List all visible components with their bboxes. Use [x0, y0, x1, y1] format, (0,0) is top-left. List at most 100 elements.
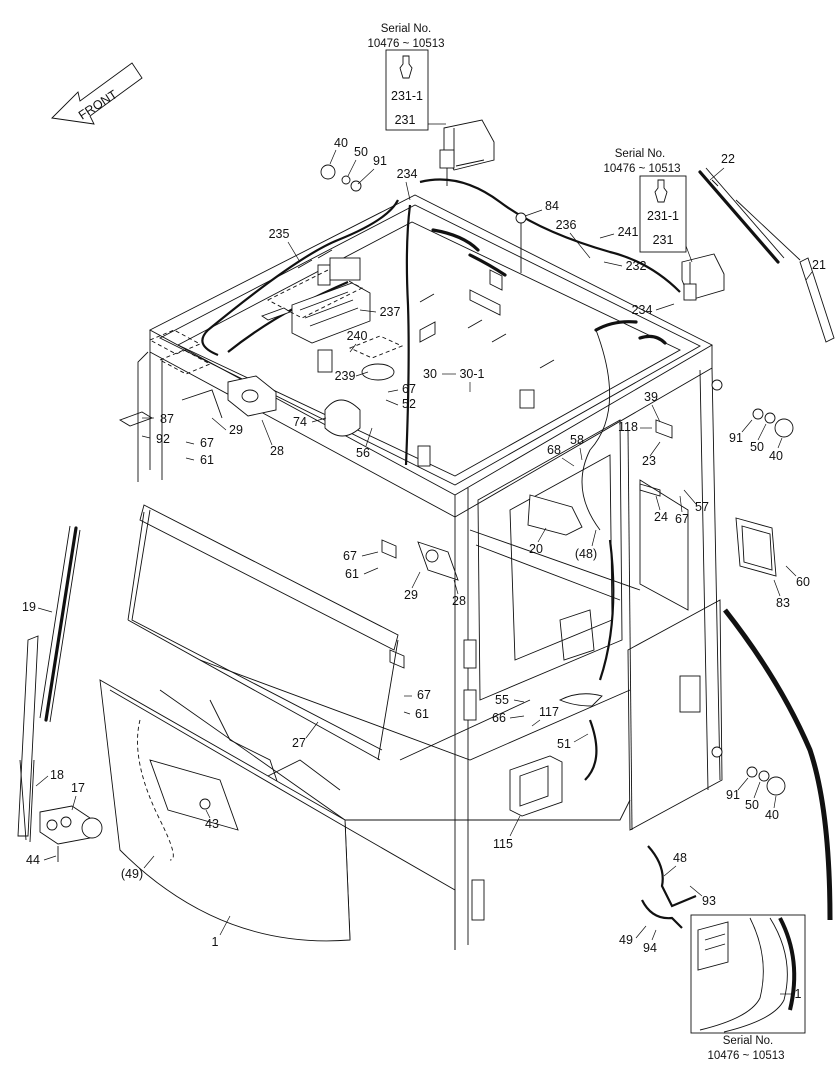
callout-92: 92	[156, 432, 170, 446]
callout-91-b: 91	[726, 788, 740, 802]
serial-box-right-part-2: 231	[653, 233, 674, 247]
callout-83: 83	[776, 596, 790, 610]
inset-range: 10476 ~ 10513	[707, 1050, 784, 1062]
callout-40: 40	[334, 136, 348, 150]
callout-56: 56	[356, 446, 370, 460]
callout-58: 58	[570, 433, 584, 447]
callout-117: 117	[539, 705, 559, 719]
callout-39: 39	[644, 390, 658, 404]
right-side-panel	[627, 517, 777, 831]
serial-note-inset-bottom: 1 Serial No. 10476 ~ 10513	[690, 914, 806, 1062]
callout-74: 74	[293, 415, 307, 429]
callout-115: 115	[493, 837, 513, 851]
callout-241: 241	[618, 225, 639, 239]
serial-box-top-part-1: 231-1	[391, 89, 423, 103]
hardware-parts	[199, 164, 794, 810]
callout-234-b: 234	[632, 303, 653, 317]
callout-24: 24	[654, 510, 668, 524]
callout-27: 27	[292, 736, 306, 750]
callout-87: 87	[160, 412, 174, 426]
callout-240: 240	[347, 329, 368, 343]
serial-note-box-top: Serial No. 10476 ~ 10513 231-1 231	[367, 23, 446, 131]
callout-48-paren: (48)	[575, 547, 597, 561]
callout-44: 44	[26, 853, 40, 867]
serial-box-top-range: 10476 ~ 10513	[367, 38, 444, 50]
inset-part-1: 1	[795, 987, 802, 1001]
callout-68: 68	[547, 443, 561, 457]
front-direction-arrow-icon: FRONT	[51, 62, 143, 125]
callout-29-b: 29	[404, 588, 418, 602]
callout-52: 52	[402, 397, 416, 411]
callout-40-c: 40	[769, 449, 783, 463]
callout-17: 17	[71, 781, 85, 795]
callout-19: 19	[22, 600, 36, 614]
callout-50-b: 50	[745, 798, 759, 812]
serial-box-top-part-2: 231	[395, 113, 416, 127]
callout-28-b: 28	[452, 594, 466, 608]
callout-67-b: 67	[200, 436, 214, 450]
callout-57: 57	[695, 500, 709, 514]
callout-67-e: 67	[417, 688, 431, 702]
rear-window-frame	[477, 419, 689, 701]
cab-roof-structure	[149, 194, 713, 518]
serial-box-top-title: Serial No.	[381, 23, 432, 35]
callout-48: 48	[673, 851, 687, 865]
callout-234-a: 234	[397, 167, 418, 181]
callout-29-a: 29	[229, 423, 243, 437]
callout-94: 94	[643, 941, 657, 955]
callout-84: 84	[545, 199, 559, 213]
roller-sun-shade	[127, 504, 399, 761]
serial-box-right-title: Serial No.	[615, 148, 666, 160]
callout-55: 55	[495, 693, 509, 707]
serial-note-box-right: Serial No. 10476 ~ 10513 231-1 231	[603, 148, 693, 263]
callout-21: 21	[812, 258, 826, 272]
work-lamp-right	[681, 253, 725, 301]
callout-67-d: 67	[343, 549, 357, 563]
callout-28-a: 28	[270, 444, 284, 458]
callout-236: 236	[556, 218, 577, 232]
callout-118: 118	[618, 420, 638, 434]
roof-wiring-harness	[201, 178, 681, 781]
callout-237: 237	[380, 305, 401, 319]
callout-91-c: 91	[729, 431, 743, 445]
callout-67-c: 67	[675, 512, 689, 526]
callout-1: 1	[212, 935, 219, 949]
callout-43: 43	[205, 817, 219, 831]
serial-box-right-range: 10476 ~ 10513	[603, 163, 680, 175]
callout-30: 30	[423, 367, 437, 381]
callout-91: 91	[373, 154, 387, 168]
rear-window-edge-arc	[723, 608, 833, 921]
callout-61-a: 61	[200, 453, 214, 467]
callout-labels: 40 50 91 234 84 236 241 232 22 21 235 23…	[22, 136, 826, 955]
callout-61-c: 61	[415, 707, 429, 721]
inset-title: Serial No.	[723, 1035, 774, 1047]
callout-67-a: 67	[402, 382, 416, 396]
callout-20: 20	[529, 542, 543, 556]
callout-50: 50	[354, 145, 368, 159]
callout-239: 239	[335, 369, 356, 383]
callout-66: 66	[492, 711, 506, 725]
callout-18: 18	[50, 768, 64, 782]
callout-30-1: 30-1	[459, 367, 484, 381]
callout-40-b: 40	[765, 808, 779, 822]
callout-50-c: 50	[750, 440, 764, 454]
callout-61-b: 61	[345, 567, 359, 581]
callout-49-paren: (49)	[121, 867, 143, 881]
work-lamp-left	[439, 119, 495, 186]
rear-handle-bracket	[641, 845, 697, 929]
front-dash-panel	[99, 679, 456, 950]
serial-box-right-part-1: 231-1	[647, 209, 679, 223]
callout-235: 235	[269, 227, 290, 241]
rear-wiper-blade	[698, 167, 835, 343]
callout-232: 232	[626, 259, 647, 273]
dome-light	[227, 375, 361, 437]
fuse-box-assembly	[261, 257, 404, 381]
callout-93: 93	[702, 894, 716, 908]
callout-23: 23	[642, 454, 656, 468]
front-arrow-label: FRONT	[76, 87, 120, 122]
callout-49: 49	[619, 933, 633, 947]
front-wiper-assembly	[17, 525, 103, 862]
callout-60: 60	[796, 575, 810, 589]
